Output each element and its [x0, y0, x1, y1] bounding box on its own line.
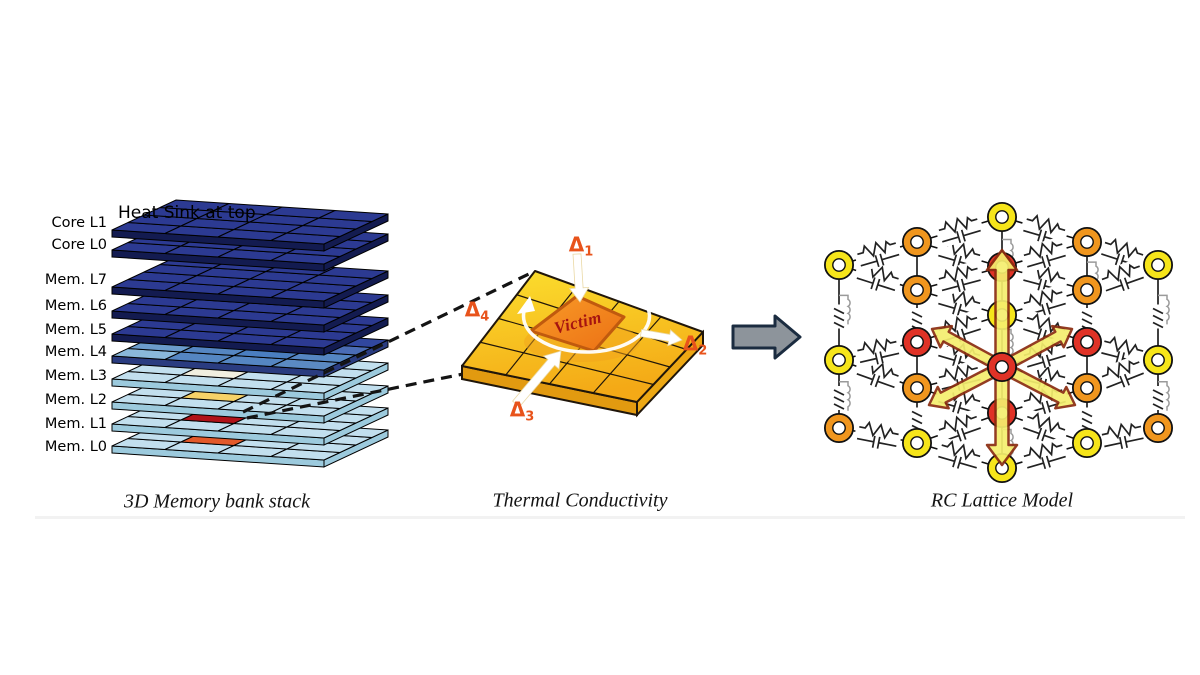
caption-thermal: Thermal Conductivity [492, 489, 668, 512]
delta4-label: Δ4 [465, 298, 490, 325]
lattice-node [1143, 250, 1173, 280]
stack-layer-label: Mem. L2 [44, 392, 107, 408]
lattice-node [1072, 327, 1102, 357]
lattice-node [1143, 345, 1173, 375]
resistor-symbol [1150, 304, 1166, 329]
rc-pair-symbol [1019, 437, 1070, 474]
capacitor-stub-symbol [839, 294, 851, 325]
lattice-node [824, 413, 854, 443]
capacitor-stub-symbol [1002, 328, 1014, 359]
memory-stack-figure [111, 199, 389, 468]
resistor-symbol [831, 304, 847, 329]
lattice-node [1143, 413, 1173, 443]
lattice-node [987, 453, 1017, 483]
rc-pair-symbol [934, 409, 985, 447]
delta3-label: Δ3 [510, 398, 535, 425]
heat-flow-arrow [512, 350, 562, 408]
capacitor-stub-symbol [1158, 381, 1170, 411]
rc-pair-symbol [1097, 258, 1148, 297]
lattice-node [902, 275, 932, 305]
stack-layer [111, 199, 389, 252]
stack-layer-label: Core L1 [51, 215, 107, 231]
resistor-symbol [909, 407, 925, 432]
lattice-node [1072, 428, 1102, 458]
lattice-node [987, 352, 1017, 382]
lateral-spread-arc [521, 297, 652, 354]
lattice-node [902, 327, 932, 357]
stack-layer-label: Mem. L6 [44, 298, 107, 314]
arc-arrowhead [517, 296, 535, 314]
resistor-symbol [1150, 386, 1166, 410]
rc-pair-symbol [1019, 236, 1070, 273]
heat-flow-arrow [639, 329, 683, 347]
rc-pair-symbol [853, 419, 903, 452]
stack-layer-label: Mem. L7 [44, 272, 107, 288]
delta-symbol: Δ [568, 232, 585, 257]
delta-subscript: 1 [584, 244, 594, 260]
caption-stack: 3D Memory bank stack [123, 490, 311, 513]
rc-pair-symbol [1098, 418, 1147, 453]
zoom-connector-dashed-line [246, 372, 464, 420]
lattice-node [1072, 227, 1102, 257]
resistor-symbol [831, 386, 847, 410]
lattice-node [824, 345, 854, 375]
stack-layer-label: Mem. L5 [44, 322, 107, 338]
delta-symbol: Δ [509, 397, 526, 422]
lattice-node [987, 202, 1017, 232]
lattice-node [1072, 373, 1102, 403]
stack-layer-label: Mem. L4 [44, 344, 107, 360]
rc-pair-symbol [934, 211, 985, 248]
lattice-node [902, 227, 932, 257]
rc-pair-symbol [1097, 354, 1148, 394]
stack-layer-label: Mem. L1 [44, 416, 107, 432]
rc-pair-symbol [853, 235, 903, 272]
stack-layer-label: Mem. L3 [44, 368, 107, 384]
delta-subscript: 3 [525, 409, 535, 425]
delta-symbol: Δ [682, 331, 699, 356]
rc-lattice-figure [824, 202, 1173, 483]
rc-pair-symbol [1019, 409, 1070, 447]
rc-pair-symbol [934, 437, 985, 474]
stack-layer-label: Core L0 [51, 237, 107, 253]
capacitor-stub-symbol [839, 381, 851, 411]
rc-pair-symbol [935, 261, 984, 296]
delta-symbol: Δ [464, 297, 481, 322]
stack-layer-label: Mem. L0 [44, 439, 107, 455]
delta1-label: Δ1 [569, 233, 594, 260]
rc-pair-symbol [853, 334, 903, 368]
lattice-node [824, 250, 854, 280]
delta2-label: Δ2 [683, 332, 708, 359]
heat-flow-arrow [568, 253, 590, 303]
resistor-symbol [1079, 407, 1095, 432]
caption-lattice: RC Lattice Model [930, 489, 1074, 512]
delta-subscript: 4 [480, 309, 490, 325]
lattice-node [1072, 275, 1102, 305]
thermal-figure [461, 253, 704, 418]
transform-block-arrow [731, 314, 802, 360]
capacitor-stub-symbol [1158, 294, 1170, 325]
figure-edge-line [35, 516, 1185, 519]
lattice-node [902, 373, 932, 403]
lattice-node [902, 428, 932, 458]
delta-subscript: 2 [698, 343, 708, 359]
heat-sink-label: Heat Sink at top [118, 203, 256, 223]
